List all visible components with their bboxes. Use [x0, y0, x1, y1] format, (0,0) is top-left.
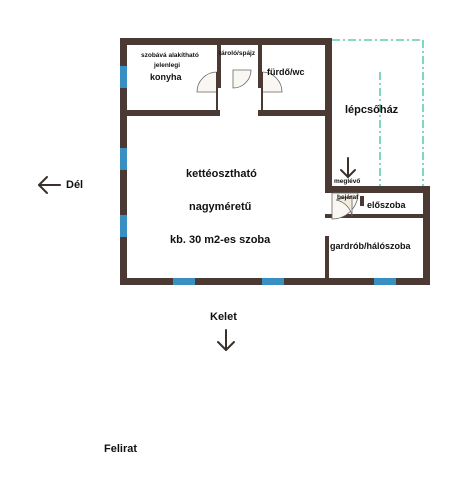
- door-kitchen: [196, 71, 218, 93]
- window-left-2: [120, 215, 127, 237]
- wall-top: [120, 38, 332, 45]
- room-label-line1: kettéosztható: [186, 168, 257, 180]
- wall-right-lower: [423, 186, 430, 285]
- hallway-label: előszoba: [367, 200, 406, 210]
- stairwell-label: lépcsőház: [345, 104, 399, 116]
- room-label-line2: nagyméretű: [189, 201, 252, 213]
- storage-label: tároló/spájz: [219, 50, 256, 57]
- window-bottom-3: [374, 278, 396, 285]
- stairwell-outline: [332, 39, 424, 186]
- windows: [120, 66, 396, 285]
- door-storage: [232, 69, 252, 89]
- south-direction-label: Kelet: [210, 311, 237, 323]
- wall-storage-right: [258, 38, 262, 88]
- entrance-arrow: [340, 157, 356, 178]
- south-arrow: [217, 329, 235, 351]
- wall-hall-divider: [325, 214, 430, 218]
- kitchen-label-line2: jelenlegi: [154, 62, 181, 69]
- kitchen-label-line3: konyha: [150, 72, 182, 82]
- wall-storage-left: [217, 38, 221, 88]
- wall-kitchen-bottom: [120, 110, 220, 116]
- entrance-label-line1: meglévő: [334, 178, 361, 185]
- kitchen-label-line1: szobává alakítható: [141, 52, 199, 59]
- west-arrow: [38, 176, 61, 194]
- window-kitchen: [120, 66, 127, 88]
- door-entrance-2: [335, 195, 353, 217]
- wall-hall-stub: [360, 196, 364, 206]
- bathroom-label: fürdő/wc: [267, 67, 305, 77]
- entrance-label-line2: bejárat: [337, 194, 359, 201]
- caption: Felirat: [104, 443, 138, 455]
- window-bottom-1: [173, 278, 195, 285]
- room-label-line3: kb. 30 m2-es szoba: [170, 234, 271, 246]
- window-left-1: [120, 148, 127, 170]
- wall-entrance-top: [325, 186, 430, 193]
- dressing-label: gardrób/hálószoba: [330, 241, 411, 251]
- direction-arrows: [38, 157, 356, 351]
- wall-dressing-divider: [325, 236, 329, 285]
- doors: [196, 69, 359, 220]
- wall-mid-bottom: [258, 110, 332, 116]
- window-bottom-2: [262, 278, 284, 285]
- west-direction-label: Dél: [66, 179, 84, 191]
